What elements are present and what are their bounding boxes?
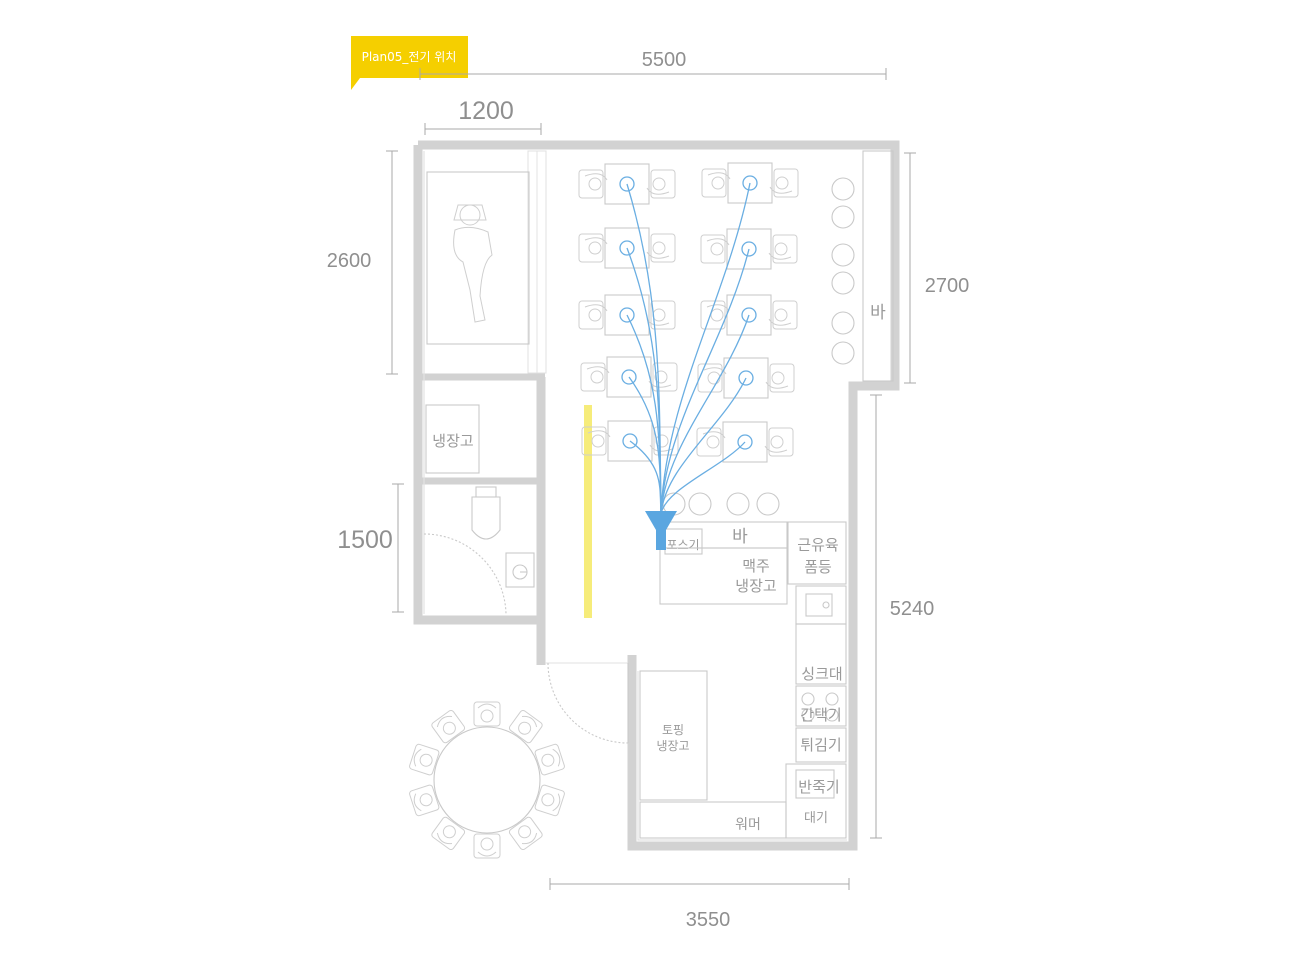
light-strip	[584, 405, 592, 618]
chair-icon	[534, 743, 565, 776]
sink-basin-icon	[805, 593, 833, 617]
chair-icon	[431, 816, 466, 851]
dining-tables	[578, 162, 799, 463]
bathroom-door-icon	[423, 533, 507, 615]
bar-right-label: 바	[870, 303, 886, 323]
fryer-label: 튀김기	[800, 736, 841, 754]
entrance-door-icon	[547, 662, 629, 744]
chair-icon	[473, 701, 501, 727]
dim-top-total: 5500	[642, 49, 687, 71]
bar-counter-stools	[662, 492, 780, 516]
warmer: 워머	[639, 801, 787, 839]
grill-label: 반죽기	[798, 778, 839, 796]
topping-fridge: 토핑 냉장고	[639, 670, 708, 801]
wire-line	[660, 182, 751, 515]
toilet-icon	[471, 496, 501, 540]
outlet-icon	[622, 433, 638, 449]
table-set	[696, 421, 794, 463]
wire-line	[660, 441, 746, 515]
chair-icon	[508, 709, 543, 744]
warmer-label: 워머	[735, 817, 761, 833]
dish-label-1: 근유육	[797, 536, 838, 554]
stool-icon	[756, 492, 780, 516]
dimension-lines	[386, 68, 916, 890]
electrical-panel-icon	[645, 511, 677, 550]
dim-bottom: 3550	[686, 909, 731, 931]
stove-label: 간택기	[800, 706, 841, 724]
table-set	[700, 228, 798, 270]
chair-icon	[508, 816, 543, 851]
table-set	[697, 357, 795, 399]
person-icon	[453, 204, 493, 323]
table-set	[578, 163, 676, 205]
bedroom-area	[426, 171, 530, 345]
chair-icon	[431, 709, 466, 744]
chair-icon	[534, 784, 565, 817]
kitchen-equipment: 근유육 폼등 싱크대 간택기 튀김기 반죽기 대기	[785, 521, 847, 839]
outdoor-round-table	[409, 701, 565, 859]
stool-icon	[831, 271, 855, 295]
stool-icon	[831, 177, 855, 201]
dim-top-room: 1200	[458, 97, 514, 125]
fridge-room-label: 냉장고	[432, 432, 473, 450]
chair-icon	[473, 833, 501, 859]
pos-label: 포스기	[666, 538, 699, 552]
topping-label-2: 냉장고	[656, 739, 689, 753]
outlet-icon	[741, 241, 757, 257]
wire-line	[660, 314, 750, 515]
chair-icon	[409, 784, 440, 817]
walls	[413, 140, 900, 851]
dim-right-lower: 5240	[890, 598, 935, 620]
bar-stools-right	[831, 177, 855, 365]
table-set	[701, 162, 799, 204]
table-set	[700, 294, 798, 336]
outlet-icon	[619, 176, 635, 192]
wire-line	[629, 440, 662, 515]
bar-right	[862, 150, 894, 382]
dim-left-lower: 1500	[337, 526, 393, 554]
stool-icon	[688, 492, 712, 516]
outlet-icon	[742, 175, 758, 191]
stool-icon	[831, 341, 855, 365]
beer-fridge-label-2: 냉장고	[735, 577, 776, 595]
outlet-icon	[619, 240, 635, 256]
stool-icon	[831, 311, 855, 335]
plan-title-tag: Plan05_전기 위치	[351, 36, 468, 90]
beer-fridge-label-1: 맥주	[742, 557, 770, 575]
grill-sub-label: 대기	[804, 811, 828, 826]
outlet-icon	[738, 370, 754, 386]
bar-counter-label: 바	[732, 527, 748, 547]
plan-title: Plan05_전기 위치	[362, 50, 457, 64]
outlet-icon	[741, 307, 757, 323]
stool-icon	[831, 243, 855, 267]
fridge-room: 냉장고	[425, 404, 480, 474]
bar-counter: 바 포스기 맥주 냉장고	[658, 521, 788, 605]
outlet-icon	[619, 307, 635, 323]
electrical-wiring	[619, 175, 758, 515]
stool-icon	[831, 205, 855, 229]
dim-right-upper: 2700	[925, 275, 970, 297]
chair-icon	[409, 743, 440, 776]
dim-left-upper: 2600	[327, 250, 372, 272]
outlet-icon	[737, 434, 753, 450]
table-set	[581, 420, 679, 462]
sink-label: 싱크대	[801, 665, 842, 683]
stool-icon	[726, 492, 750, 516]
topping-label-1: 토핑	[662, 723, 684, 737]
wire-line	[660, 248, 750, 515]
bathroom	[423, 486, 535, 615]
wire-line	[660, 377, 747, 515]
table-set	[578, 227, 676, 269]
dish-label-2: 폼등	[804, 558, 832, 576]
outlet-icon	[621, 369, 637, 385]
sink-icon	[505, 552, 535, 588]
